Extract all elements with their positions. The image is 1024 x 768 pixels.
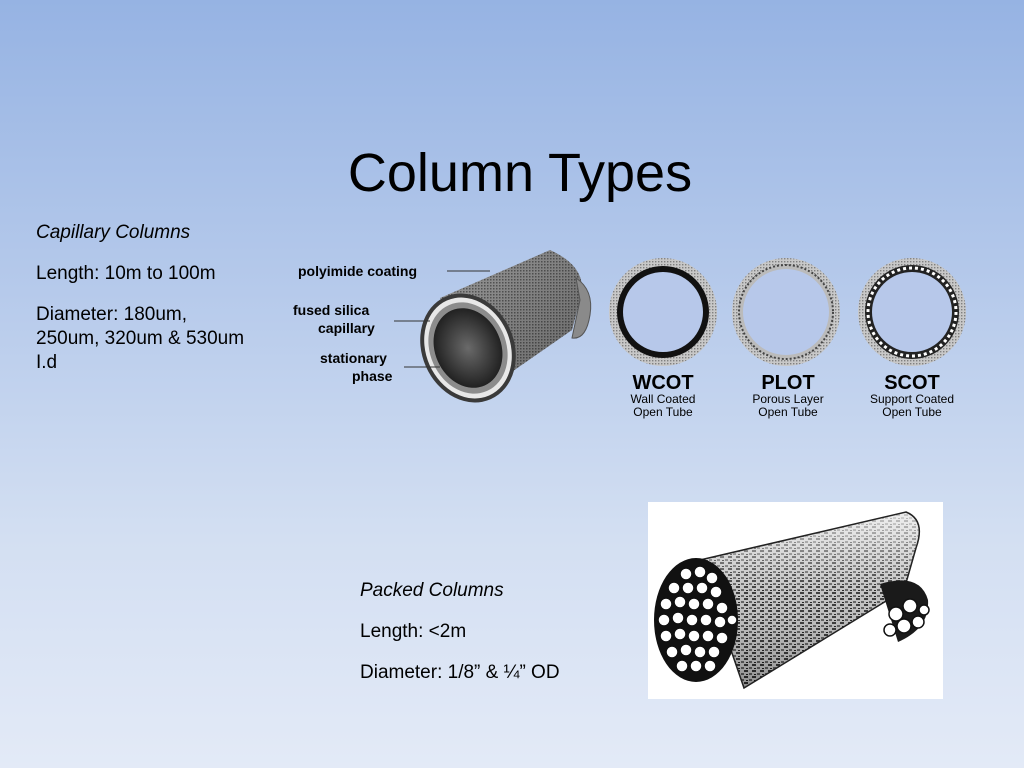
callout-fused-silica-1: fused silica (293, 302, 369, 318)
capillary-length: Length: 10m to 100m (36, 263, 216, 284)
wcot-desc-1: Wall Coated (631, 392, 696, 406)
capillary-columns-text: Capillary Columns Length: 10m to 100m Di… (36, 221, 246, 392)
plot-abbr: PLOT (761, 372, 814, 394)
scot-abbr: SCOT (884, 372, 940, 394)
column-type-labels: WCOT Wall Coated Open Tube PLOT Porous L… (631, 372, 954, 419)
packed-column-drawing (654, 511, 930, 690)
packed-columns-text: Packed Columns Length: <2m Diameter: 1/8… (360, 579, 640, 702)
wcot-desc-2: Open Tube (633, 405, 693, 419)
scot-desc-2: Open Tube (882, 405, 942, 419)
plot-desc-1: Porous Layer (752, 392, 823, 406)
plot-desc-2: Open Tube (758, 405, 818, 419)
plot-cross-section (732, 258, 840, 366)
callout-polyimide-coating: polyimide coating (298, 263, 417, 279)
callout-fused-silica-2: capillary (318, 320, 375, 336)
capillary-tube-drawing (420, 250, 592, 403)
callout-stationary-phase-1: stationary (320, 350, 387, 366)
capillary-diameter: Diameter: 180um, 250um, 320um & 530um I.… (36, 304, 245, 373)
callout-stationary-phase-2: phase (352, 368, 393, 384)
wcot-abbr: WCOT (632, 372, 693, 394)
tube-callouts: polyimide coating fused silica capillary… (293, 263, 490, 384)
packed-heading: Packed Columns (360, 580, 504, 601)
wcot-cross-section (609, 258, 717, 366)
packed-length: Length: <2m (360, 621, 467, 642)
capillary-column-diagram: polyimide coating fused silica capillary… (293, 250, 966, 419)
scot-desc-1: Support Coated (870, 392, 954, 406)
slide-title: Column Types (347, 143, 693, 203)
packed-diameter: Diameter: 1/8” & ¼” OD (360, 662, 560, 683)
scot-cross-section (858, 258, 966, 366)
packed-column-image (648, 502, 943, 699)
capillary-heading: Capillary Columns (36, 222, 191, 243)
